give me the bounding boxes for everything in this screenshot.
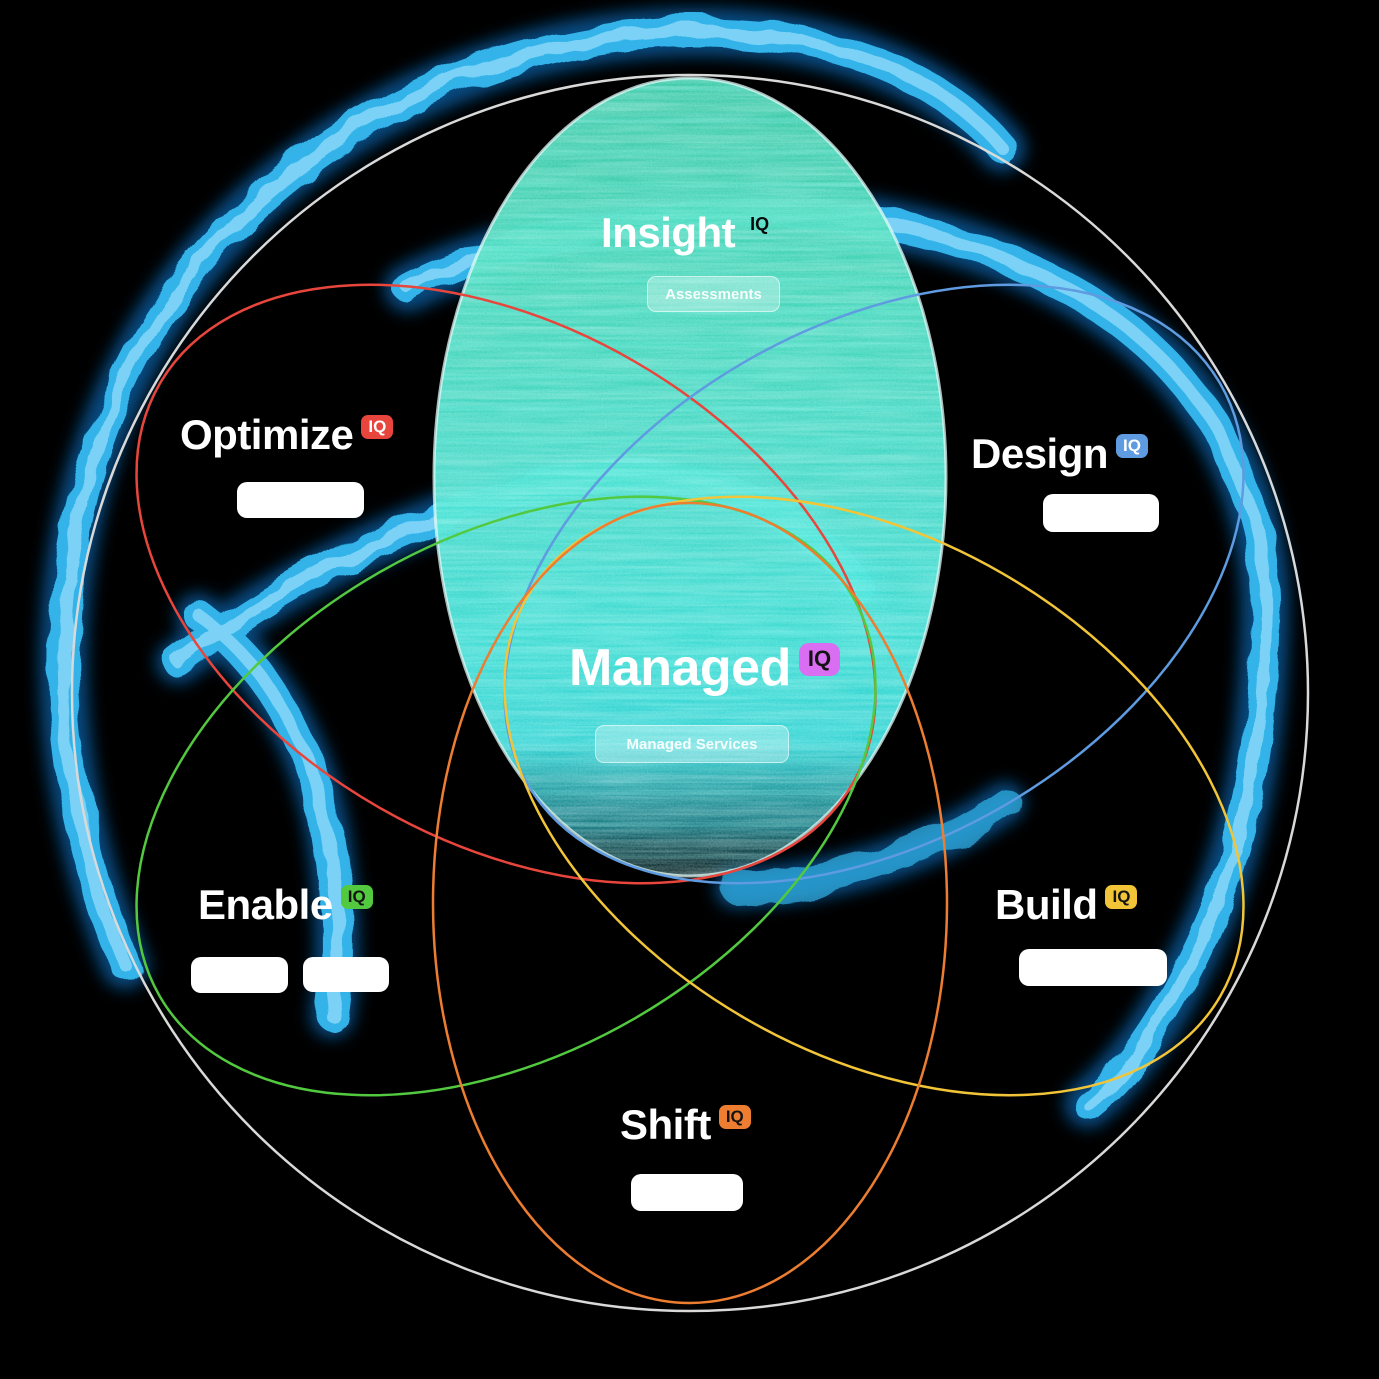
optimize-label-group: Optimize IQ	[180, 411, 394, 458]
build-ellipse-line	[503, 495, 1245, 1097]
design-title: Design	[971, 430, 1109, 477]
brush-outer-arc-highlight	[57, 25, 1008, 971]
shift-title: Shift	[620, 1101, 711, 1148]
enable-iq-badge: IQ	[340, 885, 373, 909]
insight-label-group: Insight IQ	[601, 212, 776, 254]
design-iq-badge: IQ	[1116, 434, 1148, 458]
enable-title: Enable	[198, 881, 333, 928]
insight-title: Insight	[601, 209, 736, 256]
design-ellipse-line	[503, 283, 1245, 885]
build-iq-badge: IQ	[1105, 885, 1138, 909]
petal-outlines	[135, 283, 1245, 1305]
build-title: Build	[995, 881, 1098, 928]
enable-pill-button-1[interactable]	[191, 957, 288, 993]
optimize-ellipse-line	[135, 283, 877, 885]
build-pill-button[interactable]	[1019, 949, 1167, 986]
shift-label-group: Shift IQ	[620, 1104, 751, 1146]
optimize-title: Optimize	[180, 411, 354, 458]
enable-pill-button-2[interactable]	[303, 957, 389, 992]
insight-assessments-button[interactable]: Assessments	[647, 276, 780, 312]
build-label-group: Build IQ	[995, 881, 1138, 928]
enable-label-group: Enable IQ	[198, 884, 373, 926]
enable-ellipse-line	[135, 495, 877, 1097]
shift-iq-badge: IQ	[718, 1105, 751, 1129]
design-label-group: Design IQ	[971, 433, 1148, 475]
outer-circle-line	[70, 73, 1310, 1313]
optimize-pill-button[interactable]	[237, 482, 364, 518]
insight-ellipse-outline	[432, 76, 948, 878]
design-pill-button[interactable]	[1043, 494, 1159, 532]
shift-pill-button[interactable]	[631, 1174, 743, 1211]
managed-iq-badge: IQ	[798, 643, 841, 676]
insight-petal-fill	[434, 78, 946, 876]
insight-iq-badge: IQ	[750, 214, 770, 234]
managed-services-button[interactable]: Managed Services	[595, 725, 789, 763]
managed-title: Managed	[569, 639, 791, 697]
shift-ellipse-line	[431, 501, 949, 1305]
optimize-iq-badge: IQ	[361, 415, 394, 439]
managed-label-group: Managed IQ	[569, 639, 841, 697]
